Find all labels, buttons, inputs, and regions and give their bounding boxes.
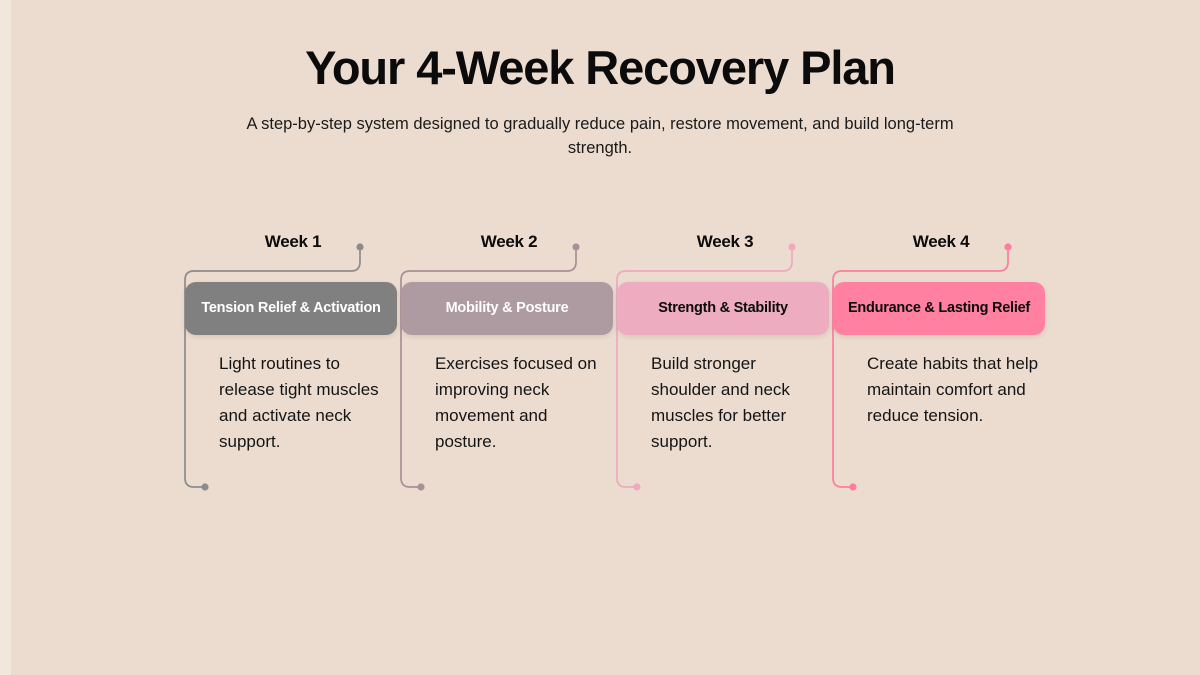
week-description-1: Light routines to release tight muscles …: [219, 354, 379, 451]
page-title: Your 4-Week Recovery Plan: [305, 41, 896, 94]
week-card-1[interactable]: Tension Relief & Activation: [185, 282, 397, 335]
week-description-4: Create habits that help maintain comfort…: [867, 354, 1039, 425]
connector-dot-1-end: [201, 483, 209, 491]
week-label-1: Week 1: [264, 232, 322, 251]
week-label-3: Week 3: [696, 232, 754, 251]
connector-dot-4-end: [849, 483, 857, 491]
week-label-4: Week 4: [912, 232, 970, 251]
week-card-2[interactable]: Mobility & Posture: [401, 282, 613, 335]
week-description-2: Exercises focused on improving neck move…: [435, 354, 597, 451]
connector-dot-2-end: [417, 483, 425, 491]
left-edge-strip: [0, 0, 11, 675]
week-card-4[interactable]: Endurance & Lasting Relief: [833, 282, 1045, 335]
header: Your 4-Week Recovery Plan A step-by-step…: [0, 0, 1200, 160]
week-label-2: Week 2: [480, 232, 538, 251]
week-description-3: Build stronger shoulder and neck muscles…: [651, 354, 790, 451]
week-card-3[interactable]: Strength & Stability: [617, 282, 829, 335]
week-card-title-3: Strength & Stability: [658, 300, 788, 316]
connector-dot-3-end: [633, 483, 641, 491]
week-card-title-4: Endurance & Lasting Relief: [847, 300, 1031, 316]
week-card-title-1: Tension Relief & Activation: [201, 300, 381, 316]
page-subtitle: A step-by-step system designed to gradua…: [246, 115, 954, 157]
week-card-title-2: Mobility & Posture: [445, 300, 569, 316]
